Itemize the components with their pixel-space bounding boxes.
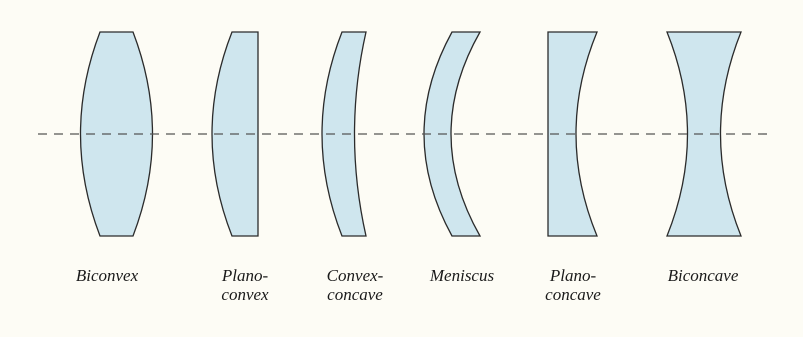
- biconvex-lens: [79, 31, 154, 237]
- label-plano-concave-line1: Plano-: [549, 266, 597, 285]
- label-convex-concave-line2: concave: [327, 285, 383, 304]
- label-plano-convex-line2: convex: [221, 285, 269, 304]
- label-plano-convex: Plano- convex: [221, 266, 268, 304]
- meniscus-lens: [423, 31, 482, 237]
- label-convex-concave: Convex- concave: [327, 266, 384, 304]
- label-convex-concave-line1: Convex-: [326, 266, 384, 285]
- label-meniscus: Meniscus: [430, 266, 494, 285]
- label-biconvex: Biconvex: [76, 266, 138, 285]
- label-plano-concave: Plano- concave: [545, 266, 601, 304]
- label-plano-concave-line2: concave: [545, 285, 601, 304]
- label-meniscus-line1: Meniscus: [429, 266, 495, 285]
- label-plano-convex-line1: Plano-: [221, 266, 269, 285]
- label-biconvex-line1: Biconvex: [75, 266, 139, 285]
- label-biconcave: Biconcave: [668, 266, 739, 285]
- label-biconcave-line1: Biconcave: [667, 266, 739, 285]
- biconcave-lens: [666, 31, 742, 237]
